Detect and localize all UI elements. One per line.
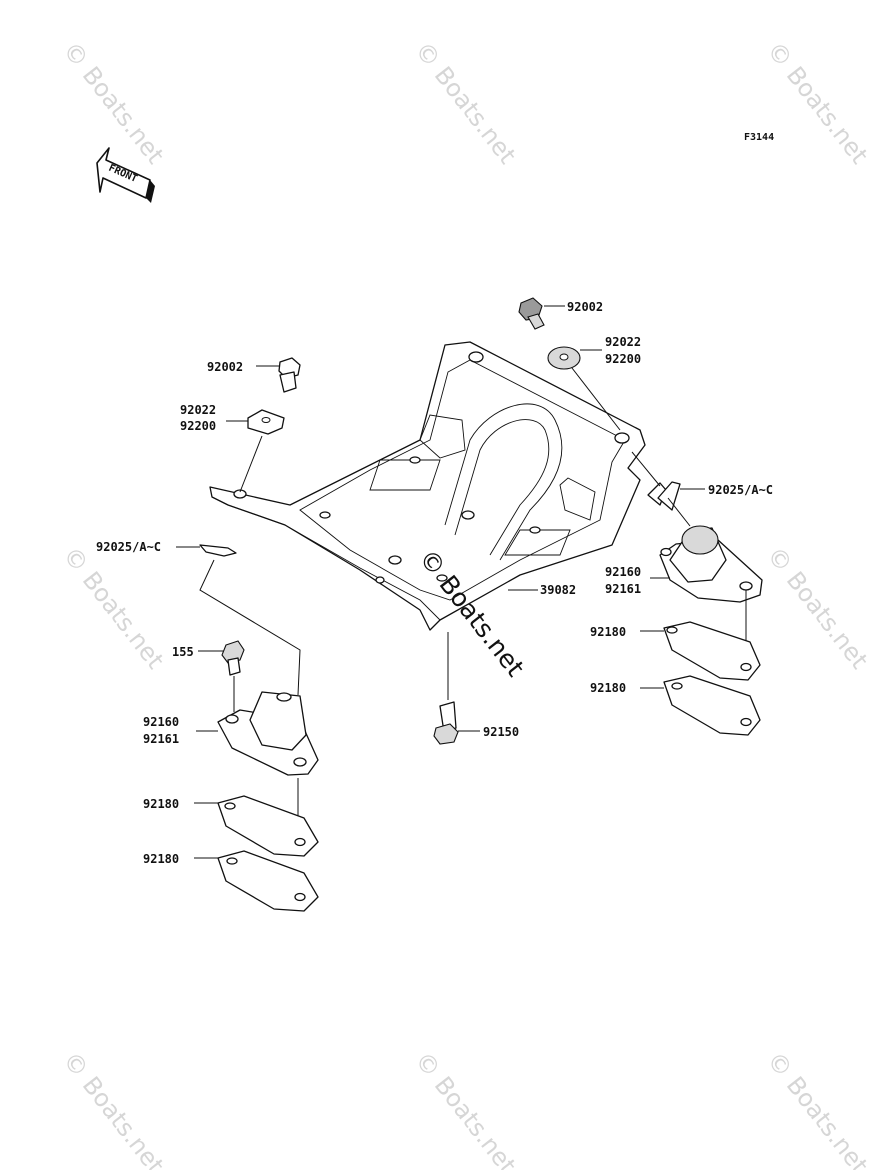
watermark-bottom-center: © Boats.net — [409, 1046, 521, 1170]
watermark-mid-left: © Boats.net — [57, 541, 169, 674]
engine-mount-92160-left — [217, 691, 319, 776]
label-92200-left: 92200 — [180, 419, 216, 433]
clip-92025-right — [647, 481, 681, 511]
label-92200-top-right: 92200 — [605, 352, 641, 366]
engine-mount-92160-right — [659, 525, 763, 603]
label-92180-left-2: 92180 — [143, 852, 179, 866]
label-92180-right-2: 92180 — [590, 681, 626, 695]
label-92025-right: 92025/A~C — [708, 483, 773, 497]
watermark-bottom-right: © Boats.net — [761, 1046, 873, 1170]
shim-92180-left-2 — [217, 850, 319, 912]
watermark-bottom-left: © Boats.net — [57, 1046, 169, 1170]
label-92150: 92150 — [483, 725, 519, 739]
watermark-top-center: © Boats.net — [409, 36, 521, 169]
watermark-mid-right: © Boats.net — [761, 541, 873, 674]
bolt-92002-top-left — [278, 357, 301, 393]
label-92180-right-1: 92180 — [590, 625, 626, 639]
watermark-top-left: © Boats.net — [57, 36, 169, 169]
bolt-92150 — [433, 701, 459, 745]
label-92002-top-right: 92002 — [567, 300, 603, 314]
label-92022-left: 92022 — [180, 403, 216, 417]
shim-92180-left-1 — [217, 795, 319, 857]
washer-92022-left — [247, 409, 285, 435]
label-92161-right: 92161 — [605, 582, 641, 596]
washer-92022-top-right — [547, 346, 581, 370]
diagram-code: F3144 — [744, 132, 774, 143]
shim-92180-right-2 — [663, 675, 761, 736]
label-92025-left: 92025/A~C — [96, 540, 161, 554]
bolt-155 — [221, 640, 245, 676]
watermark-top-right: © Boats.net — [761, 36, 873, 169]
label-92160-right: 92160 — [605, 565, 641, 579]
label-92022-top-right: 92022 — [605, 335, 641, 349]
label-92180-left-1: 92180 — [143, 797, 179, 811]
label-39082: 39082 — [540, 583, 576, 597]
bolt-92002-top-right — [518, 297, 545, 330]
label-92161-left: 92161 — [143, 732, 179, 746]
label-92002-top-left: 92002 — [207, 360, 243, 374]
label-155: 155 — [172, 645, 194, 659]
shim-92180-right-1 — [663, 621, 761, 681]
label-92160-left: 92160 — [143, 715, 179, 729]
clip-92025-left — [199, 544, 237, 557]
engine-bracket-39082 — [209, 341, 646, 631]
